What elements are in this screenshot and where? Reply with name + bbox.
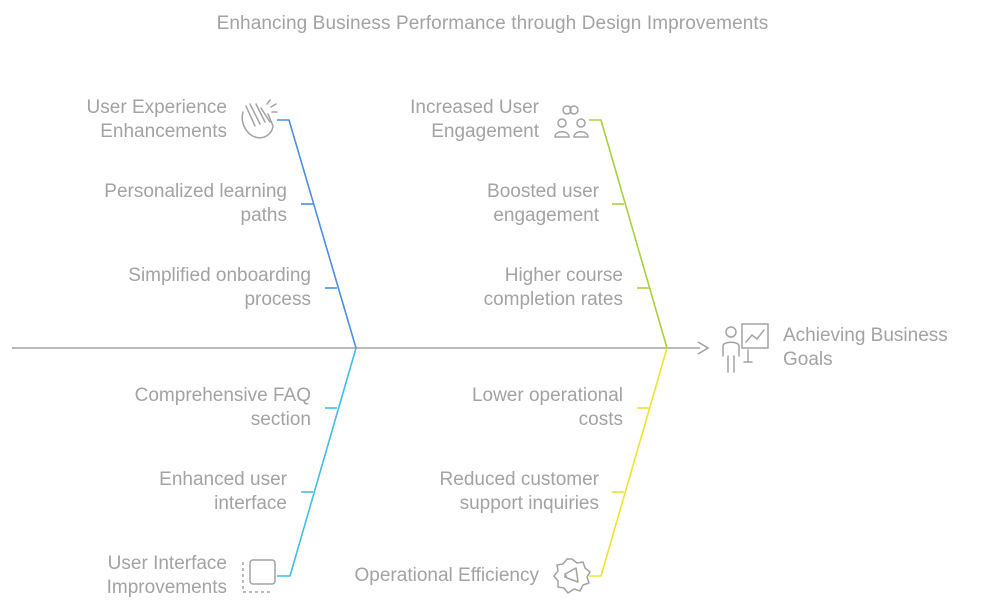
branch-ui bbox=[277, 347, 357, 577]
branch-engagement bbox=[589, 119, 668, 349]
gear-megaphone-icon bbox=[553, 558, 591, 594]
branch-title-efficiency: Operational Efficiency bbox=[354, 565, 539, 586]
branch-ux bbox=[277, 119, 357, 349]
clapping-hands-icon bbox=[241, 99, 278, 139]
interface-window-icon bbox=[242, 559, 276, 593]
diagram-title: Enhancing Business Performance through D… bbox=[216, 13, 769, 34]
presenter-chart-icon bbox=[722, 323, 769, 373]
people-connected-icon bbox=[554, 105, 589, 138]
branch-efficiency bbox=[589, 347, 668, 577]
spine-arrowhead bbox=[697, 341, 710, 355]
